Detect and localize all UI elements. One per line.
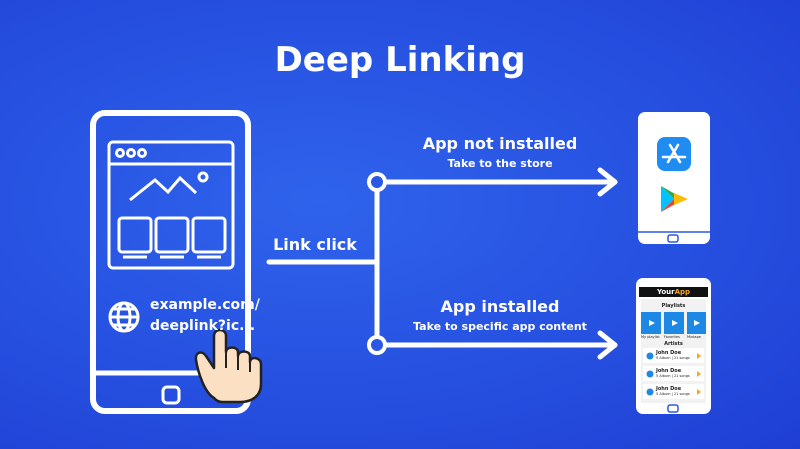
playlist-caption: Favorites — [664, 335, 680, 339]
playlists-header: Playlists — [661, 303, 686, 309]
home-button-icon — [161, 385, 181, 405]
app-brand-suffix: App — [674, 288, 691, 296]
globe-icon — [108, 301, 140, 333]
app-phone — [636, 278, 711, 414]
playlist-caption: My playlist — [641, 335, 660, 339]
arrow-right-icon — [597, 167, 618, 197]
artist-meta: 5 Album | 21 songs — [656, 392, 690, 396]
play-store-icon — [661, 186, 688, 212]
artist-meta: 5 Album | 21 songs — [656, 356, 690, 360]
hand-pointer-icon — [194, 328, 263, 404]
node-top — [367, 172, 387, 192]
branch-bottom-sublabel: Take to specific app content — [413, 320, 587, 333]
page-title: Deep Linking — [274, 40, 526, 80]
flow-connector — [266, 167, 618, 360]
app-store-icon — [657, 137, 691, 171]
branch-top-sublabel: Take to the store — [447, 157, 553, 170]
artists-header: Artists — [664, 341, 683, 347]
artist-meta: 5 Album | 21 songs — [656, 374, 690, 378]
link-click-label: Link click — [273, 235, 357, 254]
url-line-1: example.com/ — [150, 297, 260, 313]
branch-bottom-label: App installed — [440, 297, 560, 316]
artist-name: John Doe — [656, 350, 682, 356]
app-brand: YourApp — [639, 287, 708, 297]
playlist-caption: Mixtape — [687, 335, 701, 339]
artist-name: John Doe — [656, 386, 682, 392]
node-bottom — [367, 335, 387, 355]
url-line-2: deeplink?ic... — [150, 318, 256, 334]
artist-name: John Doe — [656, 368, 682, 374]
branch-top-label: App not installed — [422, 134, 578, 153]
app-brand-prefix: Your — [656, 288, 675, 296]
store-phone — [638, 112, 710, 244]
arrow-right-icon — [597, 330, 618, 360]
browser-window-icon — [107, 140, 235, 270]
